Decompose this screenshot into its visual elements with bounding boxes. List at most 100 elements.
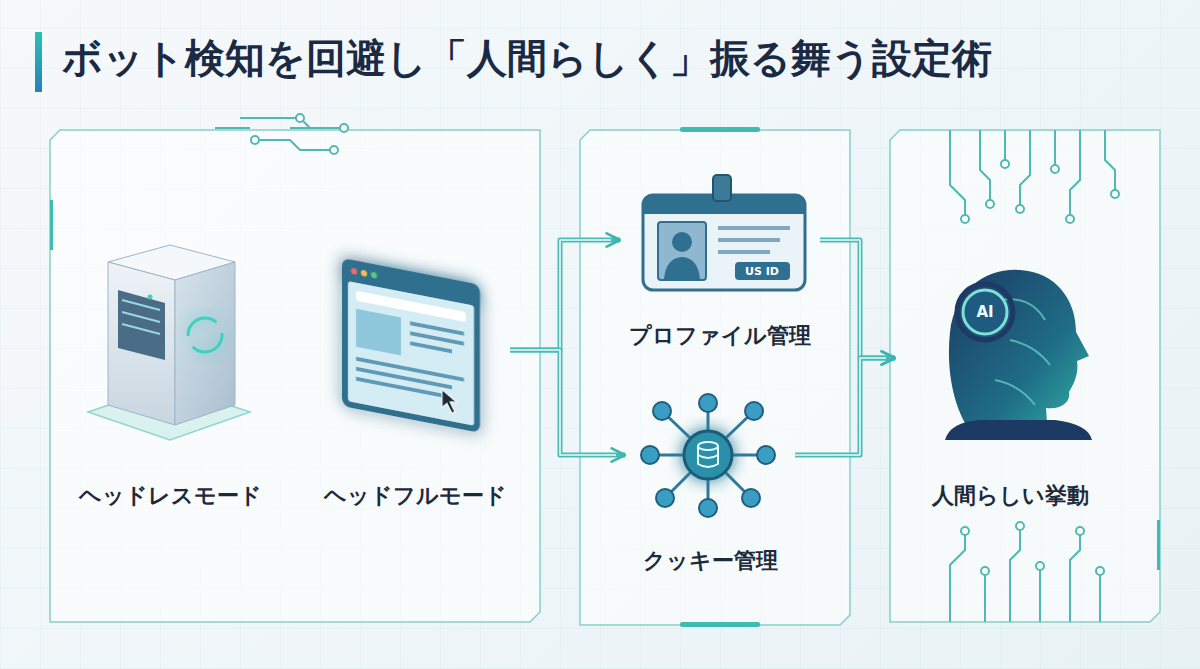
dot <box>1066 215 1074 223</box>
dot <box>330 146 338 154</box>
connector-line <box>795 358 886 455</box>
card <box>643 195 805 290</box>
node-label: クッキー管理 <box>643 547 778 575</box>
server-side <box>175 262 235 425</box>
dot <box>1051 165 1059 173</box>
ai-circle <box>963 290 1007 334</box>
portrait <box>658 222 706 280</box>
dot <box>1016 205 1024 213</box>
trace <box>1054 130 1056 165</box>
net-node <box>745 402 763 420</box>
connector <box>795 358 895 455</box>
card-lines <box>718 228 790 252</box>
id-badge <box>735 262 790 280</box>
net-node <box>742 489 760 507</box>
tab <box>1157 520 1160 570</box>
icon-node: ヘッドレスモード <box>75 245 265 510</box>
dot <box>251 136 259 144</box>
spoke <box>652 405 764 507</box>
server-icon <box>88 245 250 440</box>
person-body <box>664 257 700 279</box>
connector-line <box>820 240 886 358</box>
ear-ring <box>957 284 1013 340</box>
icon-node: プロファイル管理 <box>620 170 820 350</box>
dot <box>340 124 348 132</box>
trace <box>1004 130 1006 160</box>
node-label: ヘッドフルモード <box>324 482 507 510</box>
browser-page <box>348 281 474 425</box>
net-node <box>656 489 674 507</box>
trace <box>984 575 986 622</box>
icon-node: 人間らしい挙動 <box>895 260 1125 510</box>
net-node <box>641 446 659 464</box>
icon-node: クッキー管理 <box>625 395 795 575</box>
connector-line <box>510 240 620 350</box>
net-node <box>699 394 717 412</box>
title: ボット検知を回避し「人間らしく」振る舞う設定術 <box>62 30 992 86</box>
node-label: 人間らしい挙動 <box>932 482 1089 510</box>
network-nodes <box>641 394 775 517</box>
net-node <box>757 446 775 464</box>
person-head <box>672 232 692 252</box>
browser-dot <box>371 272 377 279</box>
icon-label: US ID <box>745 266 779 277</box>
network-spokes <box>652 405 764 507</box>
head-silhouette <box>949 270 1089 438</box>
icon-label: AI <box>976 305 993 320</box>
trace <box>1070 535 1080 622</box>
server-panel <box>118 290 165 360</box>
trace <box>950 535 965 622</box>
node-label: ヘッドレスモード <box>79 482 262 510</box>
net-hub <box>684 431 732 479</box>
content-block <box>356 309 401 356</box>
server-front <box>108 262 175 425</box>
trace <box>1070 130 1080 215</box>
net-node <box>653 402 671 420</box>
net-node <box>699 499 717 517</box>
dot <box>986 200 994 208</box>
dot <box>981 567 989 575</box>
dot <box>961 215 969 223</box>
dot <box>1001 160 1009 168</box>
panel-frames <box>50 130 1160 625</box>
browser-dot <box>351 268 357 275</box>
ai-head-icon <box>945 270 1092 440</box>
dot <box>1036 562 1044 570</box>
panel-tabs <box>50 127 1160 627</box>
node-label: プロファイル管理 <box>629 322 811 350</box>
connector-line <box>510 350 625 455</box>
tab <box>680 622 760 627</box>
trace <box>950 130 965 215</box>
id-card-icon <box>643 175 805 290</box>
shoulders <box>945 420 1092 440</box>
browser-dot <box>361 270 367 277</box>
trace <box>980 130 990 200</box>
sync-symbol <box>188 318 222 352</box>
trace <box>215 118 340 150</box>
connector-line <box>510 240 611 350</box>
left-panel <box>50 130 540 622</box>
connector-line <box>820 240 895 358</box>
trace <box>1010 530 1020 622</box>
dot <box>1016 522 1024 530</box>
connector-line <box>795 358 895 455</box>
tab <box>50 200 53 250</box>
connector <box>510 240 620 350</box>
cursor <box>442 389 457 414</box>
browser-frame <box>342 258 480 433</box>
server-slots <box>122 300 160 334</box>
dot <box>961 527 969 535</box>
network-icon <box>641 394 775 517</box>
dot <box>1096 567 1104 575</box>
dot <box>1076 527 1084 535</box>
server-led <box>148 295 153 300</box>
circuit-traces <box>215 118 340 150</box>
circuit-dots <box>251 114 348 154</box>
tab <box>680 127 760 132</box>
connector-line <box>510 350 616 455</box>
connector <box>510 350 625 455</box>
db-symbol <box>698 442 718 450</box>
